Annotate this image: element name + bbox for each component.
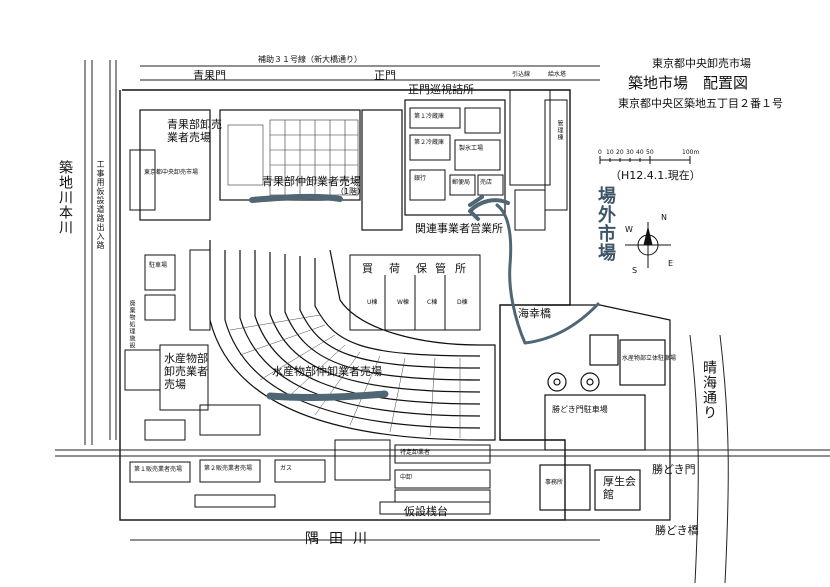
storage-c-label: C棟 [427,299,438,306]
map-title: 築地市場 配置図 [628,74,749,92]
kachidoki-gate-label: 勝どき門 [652,463,696,476]
cold2-label: 第２冷蔵庫 [414,139,445,146]
org-label: 東京都中央卸売市場 [652,57,751,70]
scale-tick-100m: 100m [682,149,700,156]
office-a-label: 東京都中央卸売市場 [144,169,199,176]
kachidoki-parking-label: 勝どき門駐車場 [552,405,608,414]
bank-label: 銀行 [414,175,427,182]
sub2-label: 第２販売業者売場 [204,465,253,472]
outside-market-label: 場外市場 [595,186,616,262]
compass-east: E [668,259,674,268]
scale-tick-10: 10 [606,149,614,156]
stall-label: 中卸 [400,474,413,481]
gate-buildings [409,89,568,231]
compass-south: S [632,266,638,275]
map-date: （H12.4.1.現在） [610,169,701,182]
tora-label: 特定卸業者 [400,449,431,456]
storage-char-2: 荷 [389,262,400,275]
seika-brokers-label: 青果部仲卸業者売場 [262,175,361,188]
seika-gate-label: 青果門 [193,69,226,82]
top-road-label: 補助３１号線（新大橋通り） [258,55,362,64]
scale-tick-50: 50 [646,149,654,156]
gas-label: ガス [280,465,293,472]
kachidoki-bridge-label: 勝どき橋 [655,524,699,537]
right-road [689,334,729,584]
scale-tick-0: 0 [598,149,602,156]
tower-label: 給水塔 [548,71,567,78]
left-river-label: 築地川本川 [57,160,73,235]
sumida-river-label: 隅田川 [305,531,377,547]
cold1-label: 第１冷蔵庫 [414,113,445,120]
office-c-label: 事務所 [545,479,564,486]
marker-strokes [249,193,600,401]
suisan-dept-label: 水産物部卸売業者売場 [164,352,208,391]
suisan-brokers-label: 水産物部仲卸業者売場 [272,365,382,378]
garbage-label: 廃棄物処理施設 [128,300,135,349]
bottom-buildings [129,439,491,515]
map-address: 東京都中央区築地五丁目２番１号 [618,97,783,110]
compass-north: N [661,213,667,222]
post-label: 郵便局 [452,179,471,186]
suisan-radials [229,314,461,438]
scale-bar [599,156,691,164]
right-block-outline [535,304,671,521]
right-road-label: 晴海通り [701,360,717,420]
compass-rose [625,222,671,268]
seika-dept-label: 青果部卸売業者売場 [167,118,222,144]
storage-w-label: W棟 [397,299,409,306]
scale-tick-40: 40 [636,149,644,156]
ice-label: 製氷工場 [459,145,484,152]
shop-label: 売店 [480,179,493,186]
rail-label: 引込線 [512,71,531,78]
related-business-label: 関連事業者営業所 [415,222,503,235]
storage-char-4: 管 [435,262,446,275]
pier-label: 仮設桟台 [404,505,448,518]
tanks [547,372,600,392]
storage-char-3: 保 [416,262,427,275]
compass-west: W [625,225,633,234]
storage-u-label: U棟 [367,299,378,306]
suisan-wholesale-building [159,344,261,436]
parking-small-label: 駐車場 [149,262,168,269]
storage-block [349,254,481,331]
storage-d-label: D棟 [457,299,468,306]
umisachi-bridge-label: 海幸橋 [518,307,551,320]
sub1-label: 第１販売業者売場 [134,466,183,473]
office-b-label: 管理棟 [556,120,563,141]
left-road-label: 工事用仮設道路出入路 [96,160,105,250]
scale-tick-20: 20 [616,149,624,156]
seika-brokers-floor: （1階） [336,187,366,196]
main-patrol-label: 正門巡視詰所 [408,83,474,96]
main-gate-label: 正門 [374,69,396,82]
storage-char-5: 所 [455,262,466,275]
suisan-building [209,240,496,441]
left-river-lines [84,60,117,445]
suisan-parking-label: 水産物部立体駐車場 [622,355,677,362]
scale-tick-30: 30 [626,149,634,156]
storage-char-1: 買 [362,262,373,275]
welfare-label: 厚生会館 [603,475,636,501]
top-road [140,65,600,81]
bottom-lines [55,449,830,541]
